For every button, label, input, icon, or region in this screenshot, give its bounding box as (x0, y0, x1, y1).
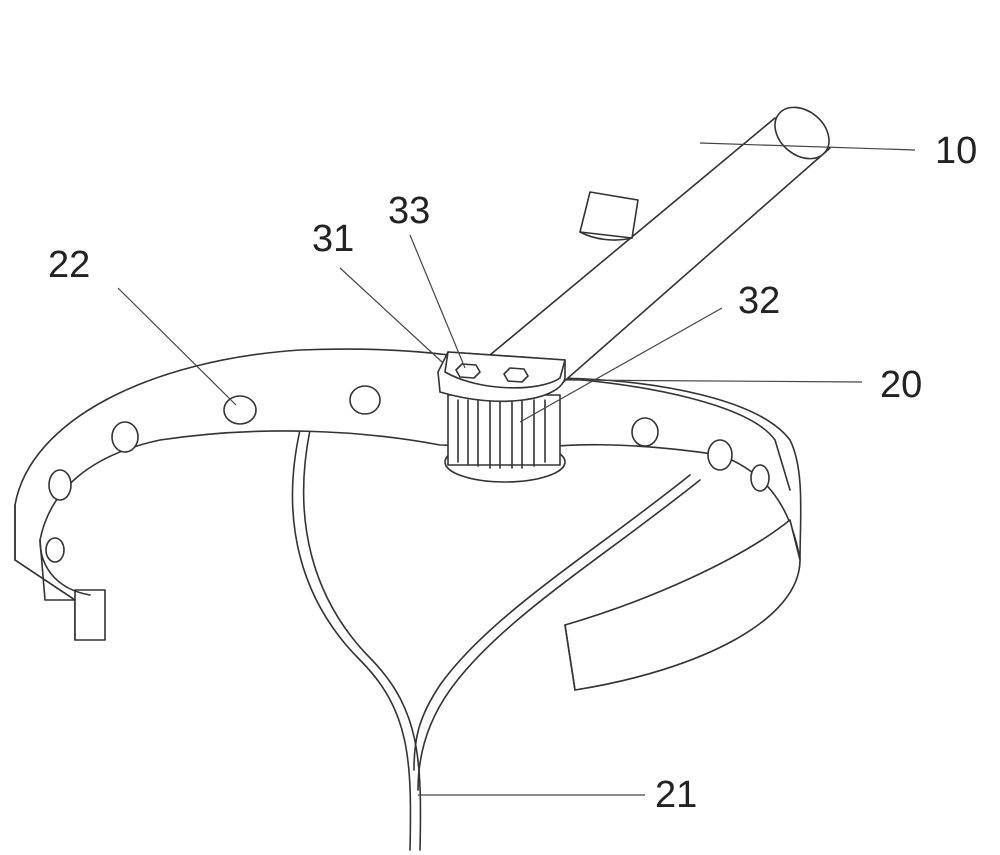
gear-assembly (437, 351, 566, 483)
strap (291, 429, 701, 851)
label-33: 33 (388, 190, 431, 232)
label-20: 20 (880, 364, 923, 406)
label-21: 21 (655, 774, 698, 816)
label-32: 32 (738, 280, 781, 322)
label-31: 31 (312, 218, 355, 260)
label-22: 22 (48, 244, 91, 286)
label-10: 10 (935, 130, 978, 172)
leader-lines (117, 142, 916, 796)
studs (45, 385, 770, 563)
handle (489, 106, 831, 386)
band (14, 348, 802, 691)
